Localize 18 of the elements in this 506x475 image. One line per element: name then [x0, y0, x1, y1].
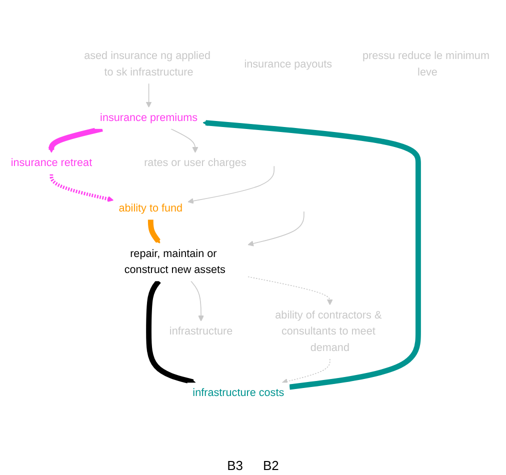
arrow — [170, 128, 198, 153]
node-text: ability to fund — [118, 202, 183, 214]
arrow — [248, 211, 304, 246]
arrow — [148, 218, 160, 244]
arrow — [50, 174, 114, 202]
arrow — [146, 83, 152, 108]
arrow — [146, 279, 196, 385]
loop-label: B3 — [227, 458, 243, 473]
arrow — [202, 120, 421, 390]
arrow — [282, 358, 330, 384]
node-text: insurance retreat — [10, 157, 92, 169]
loop-label: B2 — [263, 458, 279, 473]
node-text: repair, maintain or construct new assets — [124, 248, 226, 276]
arrow — [190, 280, 204, 322]
arrow — [48, 126, 103, 153]
node-text: insurance premiums — [100, 112, 198, 124]
arrow — [248, 276, 333, 306]
arrow — [188, 166, 275, 204]
